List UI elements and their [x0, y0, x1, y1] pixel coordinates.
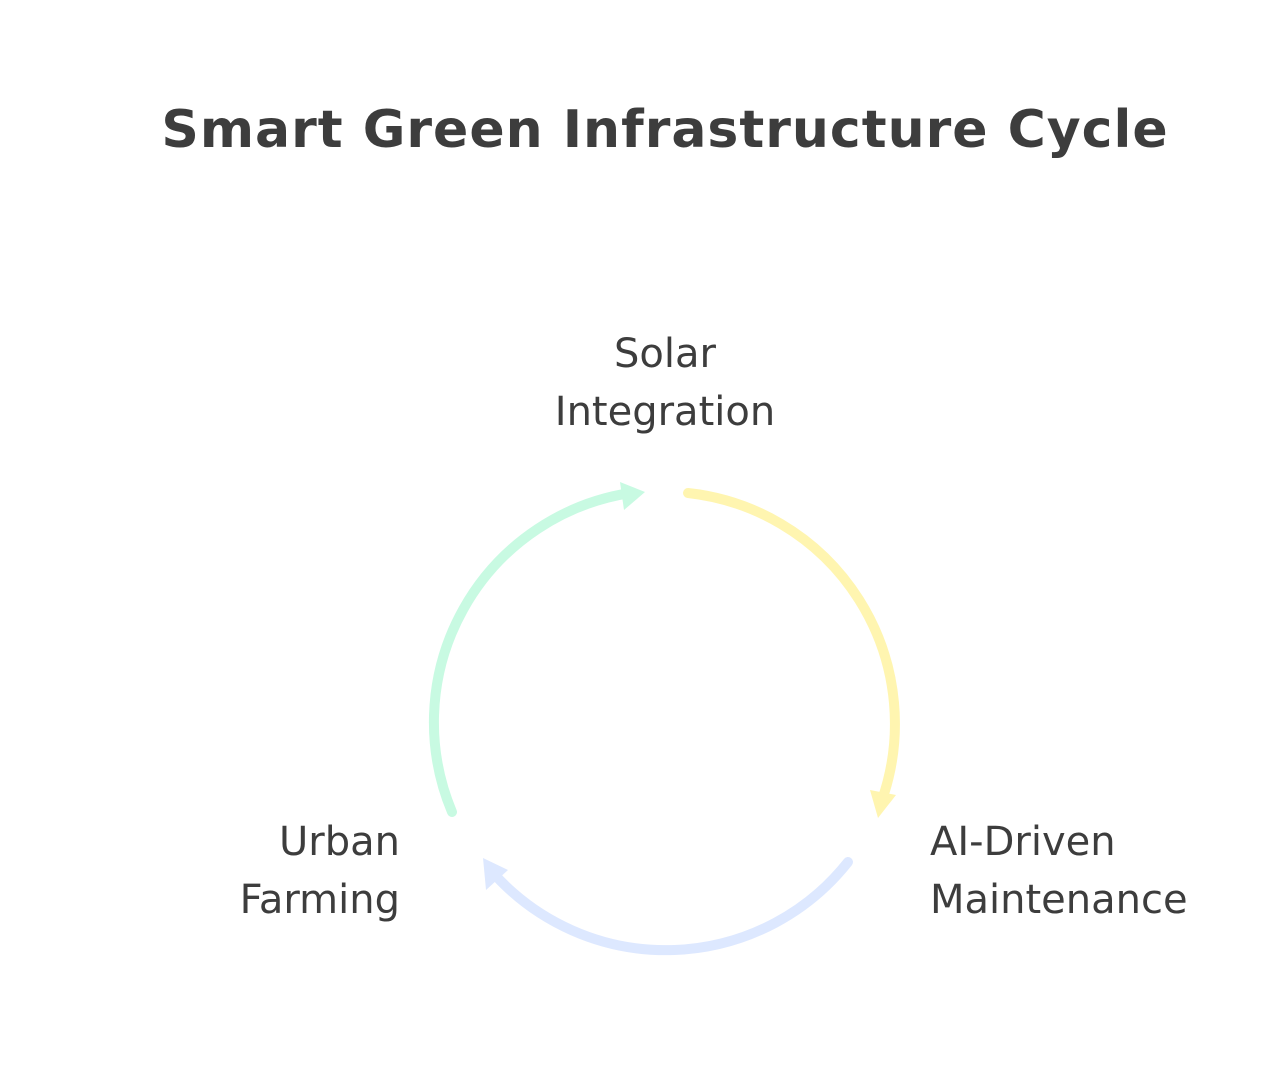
- node-ai-driven-maintenance: AI-Driven Maintenance: [930, 813, 1260, 929]
- arrow-urban-to-solar: [428, 488, 635, 817]
- node-urban-line2: Farming: [239, 877, 400, 923]
- node-solar-line2: Integration: [554, 389, 776, 435]
- arrow-solar-to-ai: [683, 488, 900, 805]
- arrow-ai-to-urban: [490, 857, 853, 956]
- node-solar-integration: Solar Integration: [465, 325, 865, 441]
- diagram-title: Smart Green Infrastructure Cycle: [161, 100, 1169, 160]
- node-urban-line1: Urban: [279, 819, 400, 865]
- node-urban-farming: Urban Farming: [100, 813, 400, 929]
- node-ai-line2: Maintenance: [930, 877, 1188, 923]
- arrowhead-ai-to-urban: [483, 858, 508, 890]
- node-ai-line1: AI-Driven: [930, 819, 1116, 865]
- node-solar-line1: Solar: [614, 331, 716, 377]
- arrowhead-solar-to-ai: [870, 790, 896, 818]
- arrowhead-urban-to-solar: [620, 482, 645, 510]
